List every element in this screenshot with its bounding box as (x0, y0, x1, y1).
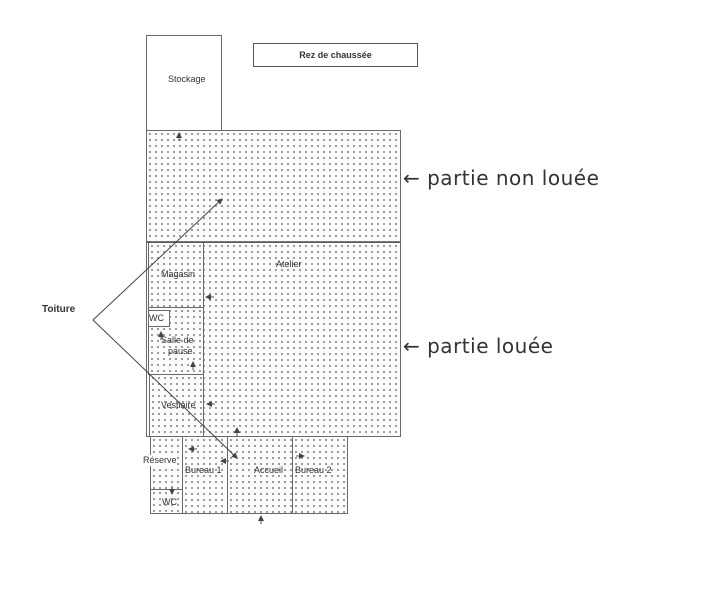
room-bureau-2: Bureau 2 (292, 436, 348, 514)
annotation-partie-non-louee: ← partie non louée (403, 166, 600, 190)
room-label-salle-pause-2: pause (168, 346, 193, 356)
area-non-louee (146, 130, 401, 243)
room-label-accueil: Accueil (254, 465, 284, 475)
room-label-bureau1: Bureau 1 (185, 465, 222, 475)
room-accueil: Accueil (227, 436, 293, 514)
room-label-wc-bottom: WC (162, 497, 177, 507)
room-label-reserve: Réserve (143, 455, 177, 466)
room-label-magasin: Magasin (161, 269, 196, 279)
toiture-label: Toiture (42, 304, 76, 315)
room-label-atelier: Atelier (276, 259, 302, 269)
room-vestiaire: Vestiaire (149, 374, 204, 437)
plan-title-text: Rez de chaussée (299, 50, 372, 60)
room-reserve: Réserve (143, 436, 183, 490)
room-label-stockage: Stockage (168, 74, 206, 84)
toiture-callout-lines (92, 198, 238, 459)
room-label-wc-top: WC (149, 313, 164, 323)
room-label-bureau2: Bureau 2 (295, 465, 332, 475)
annotation-partie-louee: ← partie louée (403, 334, 554, 358)
room-label-salle-pause-1: Salle de (161, 335, 194, 345)
plan-title: Rez de chaussée (253, 43, 418, 67)
room-wc-bottom: WC (150, 489, 183, 514)
room-label-vestiaire: Vestiaire (161, 400, 196, 410)
room-wc-top: WC (148, 310, 170, 327)
room-stockage: Stockage (146, 35, 222, 131)
door-arrows (158, 132, 305, 524)
